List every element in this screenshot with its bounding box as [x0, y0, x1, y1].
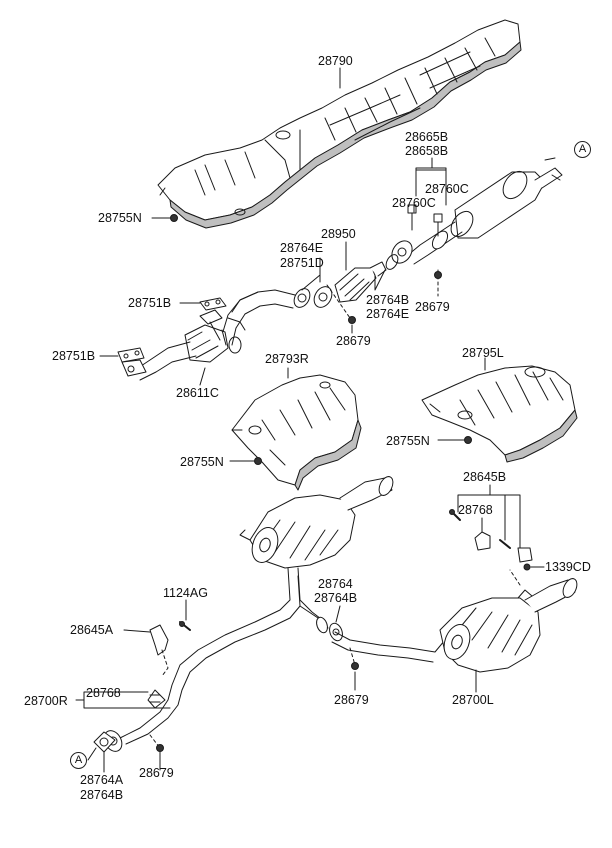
rear-heat-shield-rh-drawing: [231, 374, 362, 491]
nut-28679-bottom: [149, 734, 164, 752]
label-28764[interactable]: 28764: [318, 577, 353, 591]
label-28700L[interactable]: 28700L: [452, 693, 494, 707]
label-28755N-lh[interactable]: 28755N: [386, 434, 430, 448]
label-1339CD[interactable]: 1339CD: [545, 560, 591, 574]
label-28658B[interactable]: 28658B: [405, 144, 449, 158]
label-28764B-bottom[interactable]: 28764B: [80, 788, 124, 802]
ref-circle-a-top[interactable]: A: [574, 141, 591, 158]
label-28755N-rh[interactable]: 28755N: [180, 455, 224, 469]
label-28755N-top[interactable]: 28755N: [98, 211, 142, 225]
rear-muffler-rh-drawing: [103, 476, 394, 752]
label-28764E-top[interactable]: 28764E: [280, 241, 324, 255]
label-28679-right[interactable]: 28679: [415, 300, 450, 314]
label-28679-mid[interactable]: 28679: [336, 334, 371, 348]
center-heat-shield-drawing: [157, 19, 522, 229]
nut-28755N-rh: [254, 457, 262, 465]
hanger-bracket-28645B-drawing: [449, 509, 533, 571]
label-28611C[interactable]: 28611C: [176, 386, 219, 400]
label-28760C-a[interactable]: 28760C: [392, 196, 436, 210]
hanger-bracket-28645A-drawing: [149, 621, 191, 677]
label-28795L[interactable]: 28795L: [462, 346, 504, 360]
nut-28679-center: [349, 647, 359, 670]
center-pipe-drawing: [391, 157, 563, 265]
leader-lines: [75, 67, 545, 773]
ref-circle-a-bottom[interactable]: A: [70, 752, 87, 769]
label-28751B-low[interactable]: 28751B: [52, 349, 96, 363]
catalytic-converter-drawing: [293, 254, 399, 324]
label-28768-upper[interactable]: 28768: [458, 503, 493, 517]
label-28764A[interactable]: 28764A: [80, 773, 124, 787]
label-28764B-low[interactable]: 28764B: [314, 591, 358, 605]
gasket-28764A-drawing: [93, 731, 116, 753]
label-28764E-mid[interactable]: 28764E: [366, 307, 410, 321]
label-28751D[interactable]: 28751D: [280, 256, 324, 270]
manifold-gasket-drawings: [117, 297, 227, 363]
label-28645B[interactable]: 28645B: [463, 470, 507, 484]
rear-muffler-lh-drawing: [331, 569, 578, 673]
label-28700R[interactable]: 28700R: [24, 694, 68, 708]
label-28793R[interactable]: 28793R: [265, 352, 309, 366]
front-pipe-drawing: [121, 289, 296, 381]
label-28665B[interactable]: 28665B: [405, 130, 449, 144]
label-28645A[interactable]: 28645A: [70, 623, 114, 637]
label-28764B-mid[interactable]: 28764B: [366, 293, 410, 307]
label-28760C-b[interactable]: 28760C: [425, 182, 469, 196]
label-28751B-top[interactable]: 28751B: [128, 296, 172, 310]
label-28679-center[interactable]: 28679: [334, 693, 369, 707]
label-28950[interactable]: 28950: [321, 227, 356, 241]
rear-heat-shield-lh-drawing: [421, 365, 578, 463]
label-28679-bottom[interactable]: 28679: [139, 766, 174, 780]
label-28768-lower[interactable]: 28768: [86, 686, 121, 700]
nut-28755N-lh: [464, 436, 472, 444]
nut-28755N-top: [170, 214, 178, 222]
label-28790[interactable]: 28790: [318, 54, 353, 68]
label-1124AG[interactable]: 1124AG: [163, 586, 208, 600]
nut-28679-middle: [434, 269, 442, 297]
